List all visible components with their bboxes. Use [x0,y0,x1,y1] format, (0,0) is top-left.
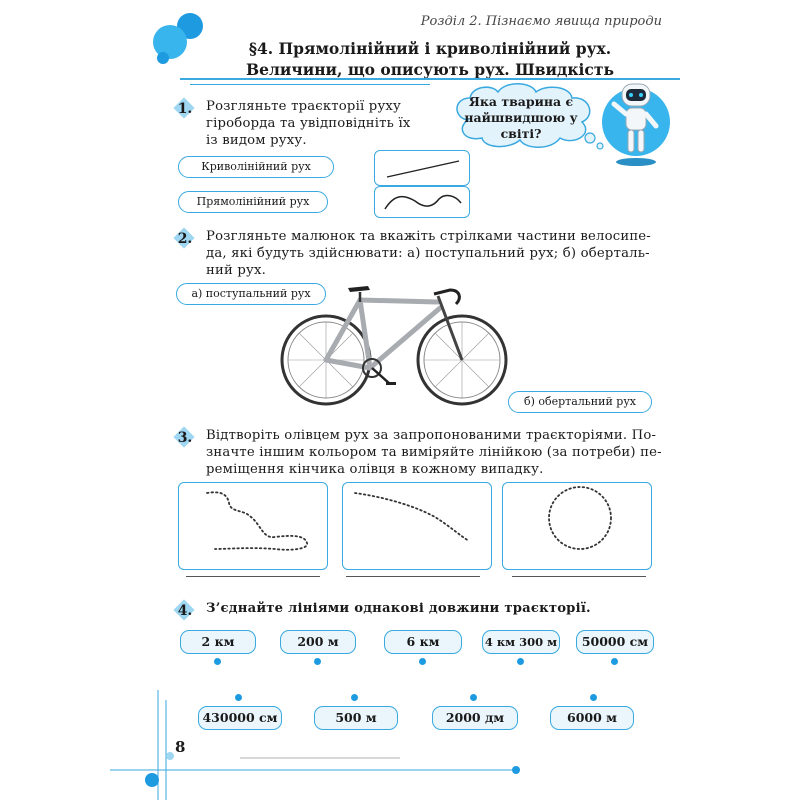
length-bottom-3[interactable]: 2000 дм [432,706,518,730]
length-bottom-1[interactable]: 430000 см [198,706,282,730]
dotted-circle-trajectory [548,486,612,550]
length-bottom-4[interactable]: 6000 м [550,706,634,730]
trajectory-box-zigzag[interactable] [178,482,328,570]
page-number: 8 [175,738,186,756]
task-1-text: Розгляньте траєкторії руху гіроборда та … [206,98,411,149]
task-4-number: 4. [173,599,196,622]
cloud-question: Яка тварина є найшвидшою у світі? [464,94,578,141]
task-2-number: 2. [173,227,196,250]
title-underline [180,78,680,80]
connector-dot-top-3[interactable] [419,658,426,665]
title-underline-secondary [190,84,430,85]
curved-trajectory [384,194,462,210]
dotted-arc-trajectory [354,492,470,542]
option-rectilinear[interactable]: Прямолінійний рух [178,191,328,213]
task-3-line-1: Відтворіть олівцем рух за запропонованим… [206,428,657,443]
length-top-5[interactable]: 50000 см [576,630,654,654]
length-top-2[interactable]: 200 м [280,630,356,654]
bicycle-illustration [280,286,508,406]
trajectory-box-circle[interactable] [502,482,652,570]
task-1-line-3: із видом руху. [206,133,307,148]
length-top-3[interactable]: 6 км [384,630,462,654]
connector-dot-top-1[interactable] [214,658,221,665]
length-top-1[interactable]: 2 км [180,630,256,654]
straight-trajectory [386,160,460,178]
answer-line-2[interactable] [346,576,480,577]
task-3-line-3: реміщення кінчика олівця в кожному випад… [206,462,544,477]
task-2-line-2: да, які будуть здійснювати: а) поступаль… [206,246,650,261]
answer-line-3[interactable] [512,576,646,577]
task-3-text: Відтворіть олівцем рух за запропонованим… [206,427,662,478]
label-translational[interactable]: а) поступальний рух [176,283,326,305]
dotted-zigzag-trajectory [206,491,308,551]
title-line-1: §4. Прямолінійний і криволінійний рух. [248,39,612,58]
trajectory-box-arc[interactable] [342,482,492,570]
running-title: Розділ 2. Пізнаємо явища природи [420,14,662,29]
thought-cloud [456,83,604,150]
connector-dot-bottom-4[interactable] [590,694,597,701]
length-bottom-2[interactable]: 500 м [314,706,398,730]
task-1-line-1: Розгляньте траєкторії руху [206,99,402,114]
answer-line-1[interactable] [186,576,320,577]
decorative-bubbles [153,13,203,64]
trajectory-box-straight[interactable] [374,150,470,186]
task-2-line-3: ний рух. [206,263,266,278]
title-line-2: Величини, що описують рух. Швидкість [245,60,614,79]
trajectory-box-curved[interactable] [374,186,470,218]
task-4-text: З’єднайте лініями однакові довжини траєк… [206,601,591,616]
connector-dot-top-4[interactable] [517,658,524,665]
task-3-number: 3. [173,426,196,449]
option-curvilinear[interactable]: Криволінійний рух [178,156,334,178]
connector-dot-bottom-3[interactable] [470,694,477,701]
length-top-4[interactable]: 4 км 300 м [482,630,560,654]
task-2-line-1: Розгляньте малюнок та вкажіть стрілками … [206,229,651,244]
page-title: §4. Прямолінійний і криволінійний рух. В… [200,38,660,80]
connector-dot-top-2[interactable] [314,658,321,665]
connector-dot-bottom-1[interactable] [235,694,242,701]
connector-dot-bottom-2[interactable] [351,694,358,701]
task-2-text: Розгляньте малюнок та вкажіть стрілками … [206,228,651,279]
robot-illustration [602,83,670,166]
task-1-line-2: гіроборда та увідповідніть їх [206,116,411,131]
label-rotational[interactable]: б) обертальний рух [508,391,652,413]
footer-decoration [110,690,520,800]
task-1-number: 1. [173,97,196,120]
connector-dot-top-5[interactable] [611,658,618,665]
task-3-line-2: значте іншим кольором та виміряйте ліній… [206,445,662,460]
